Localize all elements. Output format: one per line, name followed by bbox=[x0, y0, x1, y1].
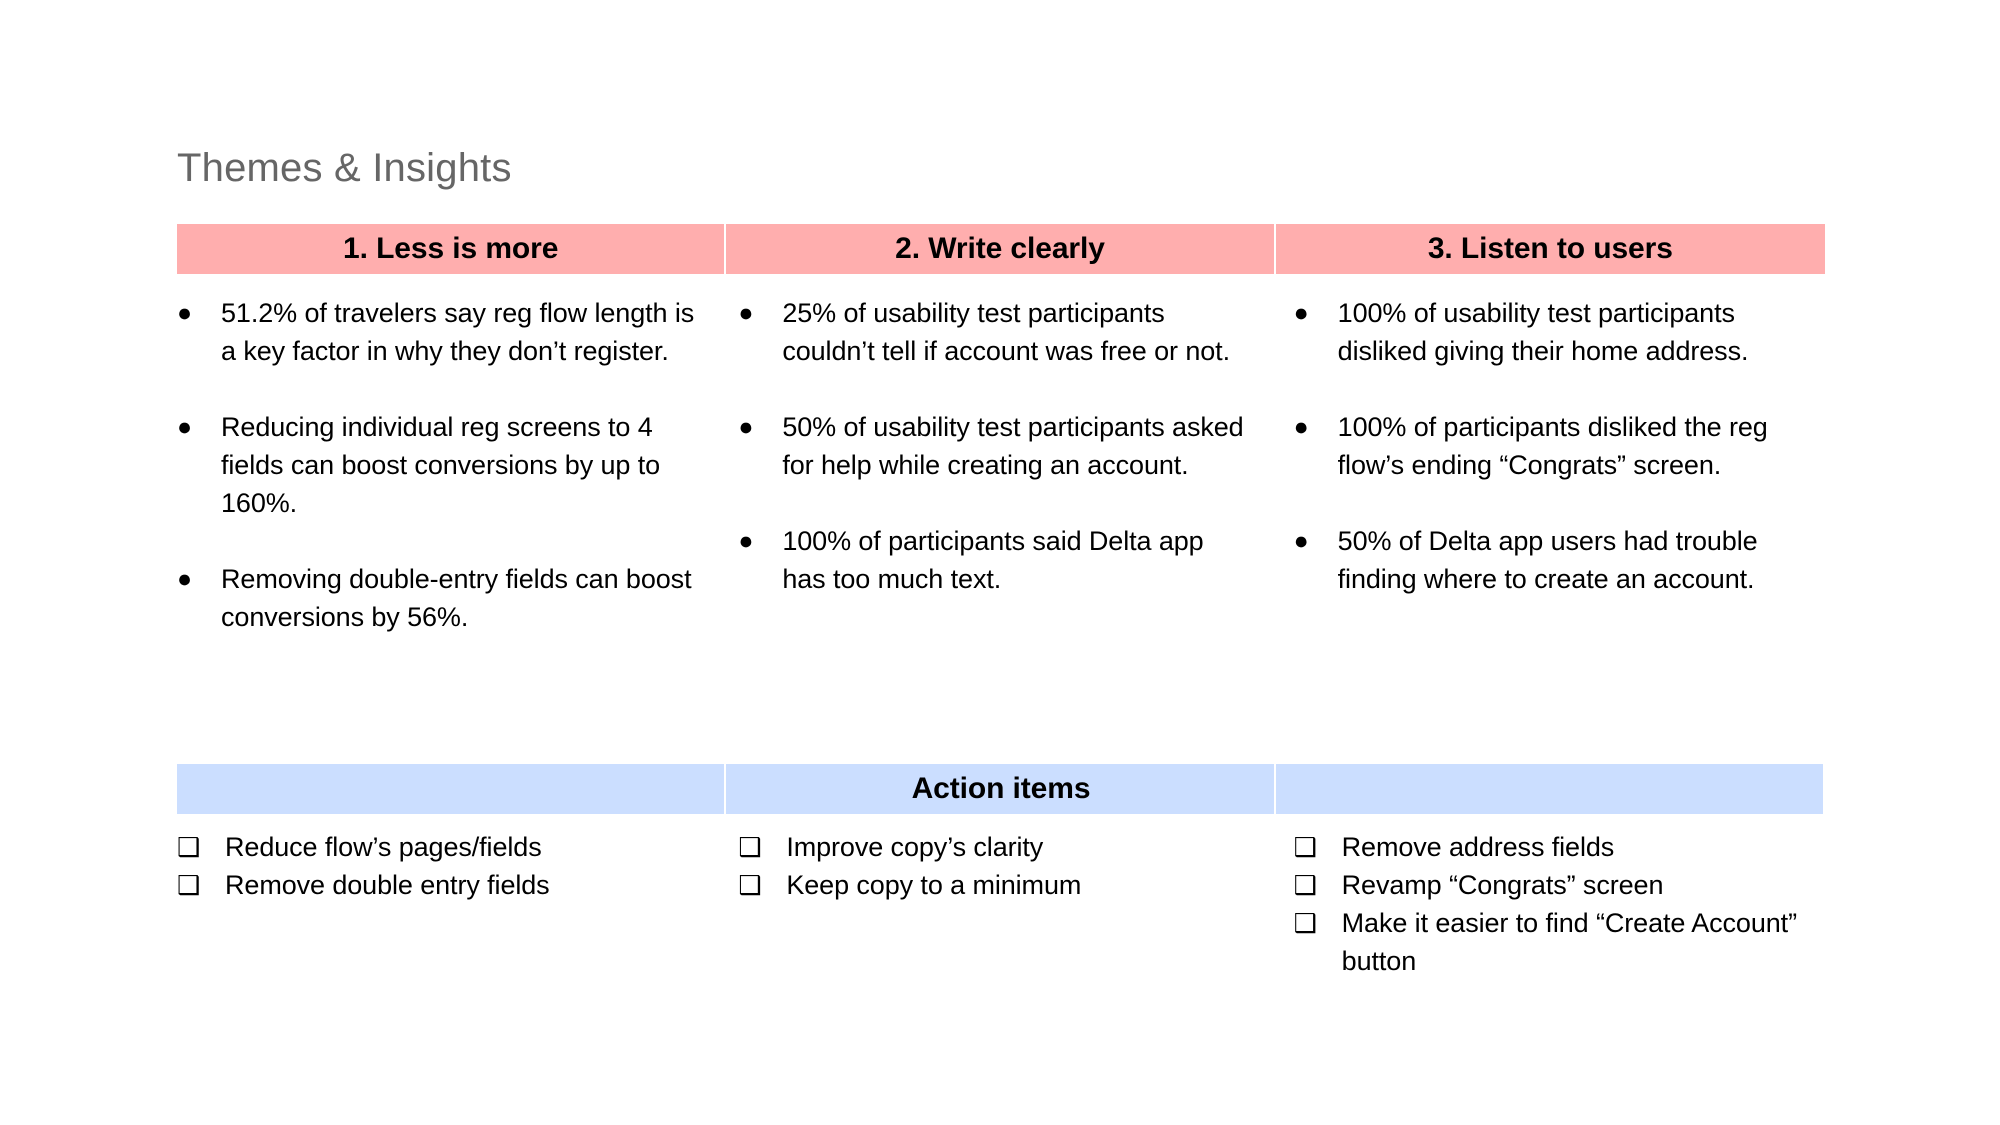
theme-header-3: 3. Listen to users bbox=[1427, 232, 1673, 265]
checkbox-icon[interactable]: ❑ bbox=[177, 870, 201, 900]
bullet-icon: ● bbox=[177, 565, 193, 593]
list-item: ● 100% of participants said Delta app ha… bbox=[738, 522, 1247, 598]
bullet-icon: ● bbox=[1293, 299, 1309, 327]
checkbox-icon[interactable]: ❑ bbox=[177, 832, 201, 862]
list-item[interactable]: ❑ Improve copy’s clarity bbox=[738, 828, 1247, 866]
bullet-icon: ● bbox=[738, 299, 754, 327]
action-items-row: ❑ Reduce flow’s pages/fields ❑ Remove do… bbox=[177, 814, 1825, 980]
action-items-column-2: ❑ Improve copy’s clarity ❑ Keep copy to … bbox=[726, 828, 1275, 980]
list-item: ● 50% of usability test participants ask… bbox=[738, 408, 1247, 484]
action-item-label: Reduce flow’s pages/fields bbox=[225, 832, 542, 862]
checkbox-icon[interactable]: ❑ bbox=[1293, 870, 1317, 900]
insights-column-3: ● 100% of usability test participants di… bbox=[1276, 294, 1825, 744]
page-title: Themes & Insights bbox=[177, 146, 512, 190]
insight-text: 50% of Delta app users had trouble findi… bbox=[1337, 526, 1758, 594]
bullet-icon: ● bbox=[738, 413, 754, 441]
action-item-label: Improve copy’s clarity bbox=[786, 832, 1044, 862]
list-item: ● 25% of usability test participants cou… bbox=[738, 294, 1247, 370]
list-item: ● Removing double-entry fields can boost… bbox=[177, 560, 698, 636]
action-item-label: Remove double entry fields bbox=[225, 870, 550, 900]
list-item[interactable]: ❑ Make it easier to find “Create Account… bbox=[1294, 904, 1797, 980]
action-items-band: Action items bbox=[177, 764, 1825, 814]
list-item[interactable]: ❑ Remove address fields bbox=[1294, 828, 1797, 866]
insight-text: Removing double-entry fields can boost c… bbox=[221, 564, 692, 632]
action-band-segment-1 bbox=[177, 764, 727, 814]
action-band-segment-2 bbox=[726, 764, 1276, 814]
insights-column-2: ● 25% of usability test participants cou… bbox=[726, 294, 1275, 744]
list-item[interactable]: ❑ Remove double entry fields bbox=[177, 866, 698, 904]
theme-header-2: 2. Write clearly bbox=[726, 224, 1276, 274]
insight-text: 100% of usability test participants disl… bbox=[1337, 298, 1749, 366]
list-item: ● 100% of participants disliked the reg … bbox=[1294, 408, 1797, 484]
theme-header-1: 1. Less is more bbox=[177, 224, 727, 274]
insight-text: 100% of participants said Delta app has … bbox=[782, 526, 1204, 594]
bullet-icon: ● bbox=[738, 527, 754, 555]
insight-text: 50% of usability test participants asked… bbox=[782, 412, 1244, 480]
list-item[interactable]: ❑ Keep copy to a minimum bbox=[738, 866, 1247, 904]
bullet-icon: ● bbox=[177, 299, 193, 327]
action-item-label: Make it easier to find “Create Account” … bbox=[1341, 908, 1797, 976]
themes-header-band: 1. Less is more 2. Write clearly 3. List… bbox=[177, 224, 1825, 274]
checkbox-icon[interactable]: ❑ bbox=[738, 870, 762, 900]
bullet-icon: ● bbox=[1293, 527, 1309, 555]
checkbox-icon[interactable]: ❑ bbox=[738, 832, 762, 862]
insight-text: 25% of usability test participants could… bbox=[782, 298, 1230, 366]
list-item: ● Reducing individual reg screens to 4 f… bbox=[177, 408, 698, 522]
insight-text: 51.2% of travelers say reg flow length i… bbox=[221, 298, 695, 366]
themes-table: 1. Less is more 2. Write clearly 3. List… bbox=[177, 224, 1825, 980]
list-item: ● 50% of Delta app users had trouble fin… bbox=[1294, 522, 1797, 598]
list-item[interactable]: ❑ Revamp “Congrats” screen bbox=[1294, 866, 1797, 904]
action-item-label: Revamp “Congrats” screen bbox=[1341, 870, 1664, 900]
action-item-label: Remove address fields bbox=[1341, 832, 1615, 862]
action-item-label: Keep copy to a minimum bbox=[786, 870, 1082, 900]
list-item: ● 100% of usability test participants di… bbox=[1294, 294, 1797, 370]
insights-column-1: ● 51.2% of travelers say reg flow length… bbox=[177, 294, 726, 744]
insight-text: 100% of participants disliked the reg fl… bbox=[1337, 412, 1768, 480]
action-items-column-3: ❑ Remove address fields ❑ Revamp “Congra… bbox=[1276, 828, 1825, 980]
checkbox-icon[interactable]: ❑ bbox=[1293, 832, 1317, 862]
action-items-column-1: ❑ Reduce flow’s pages/fields ❑ Remove do… bbox=[177, 828, 726, 980]
list-item[interactable]: ❑ Reduce flow’s pages/fields bbox=[177, 828, 698, 866]
action-band-segment-3 bbox=[1276, 764, 1825, 814]
bullet-icon: ● bbox=[177, 413, 193, 441]
bullet-icon: ● bbox=[1293, 413, 1309, 441]
insight-text: Reducing individual reg screens to 4 fie… bbox=[221, 412, 661, 518]
action-items-title: Action items bbox=[911, 772, 1091, 805]
insights-row: ● 51.2% of travelers say reg flow length… bbox=[177, 274, 1825, 744]
checkbox-icon[interactable]: ❑ bbox=[1293, 908, 1317, 938]
list-item: ● 51.2% of travelers say reg flow length… bbox=[177, 294, 698, 370]
